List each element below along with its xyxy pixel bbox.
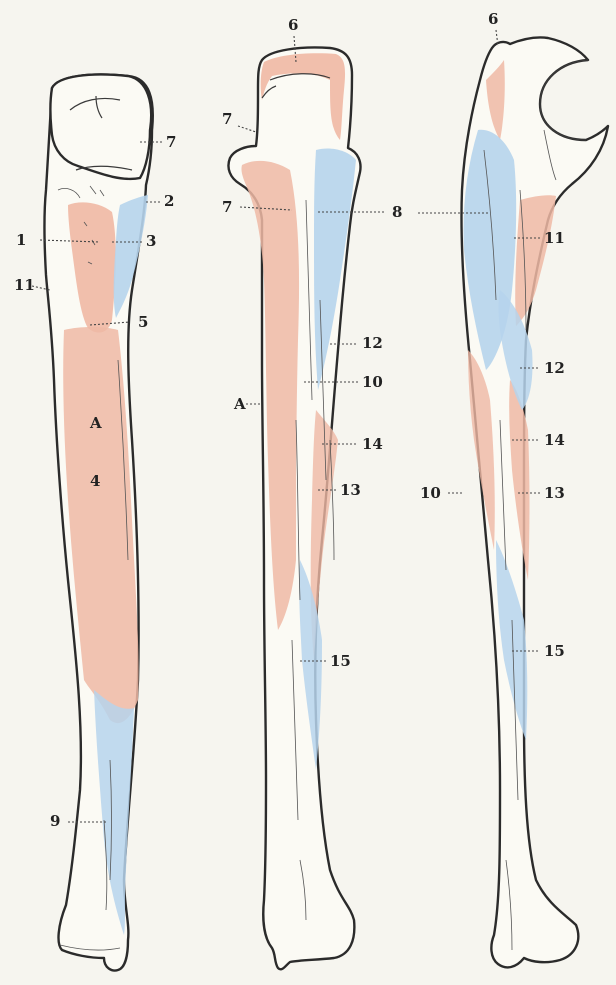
right-label-10: 10 — [420, 484, 441, 502]
right-label-6: 6 — [488, 10, 498, 28]
left-label-9: 9 — [50, 812, 60, 830]
left-label-3: 3 — [146, 232, 156, 250]
left-label-7: 7 — [166, 133, 176, 151]
middle-label-15: 15 — [330, 652, 351, 670]
middle-label-7-lower: 7 — [222, 198, 232, 216]
middle-label-6: 6 — [288, 16, 298, 34]
middle-label-10: 10 — [362, 373, 383, 391]
right-label-12: 12 — [544, 359, 565, 377]
left-label-4: 4 — [90, 472, 100, 490]
middle-label-A: A — [233, 395, 246, 413]
left-label-11: 11 — [14, 276, 35, 294]
left-label-1: 1 — [16, 231, 26, 249]
right-label-11: 11 — [544, 229, 565, 247]
middle-label-12: 12 — [362, 334, 383, 352]
right-label-13: 13 — [544, 484, 565, 502]
left-label-A: A — [89, 414, 102, 432]
middle-label-8: 8 — [392, 203, 402, 221]
right-label-14: 14 — [544, 431, 565, 449]
middle-label-14: 14 — [362, 435, 383, 453]
left-label-5: 5 — [138, 313, 148, 331]
middle-label-13: 13 — [340, 481, 361, 499]
left-label-2: 2 — [164, 192, 174, 210]
right-label-15: 15 — [544, 642, 565, 660]
middle-label-7-upper: 7 — [222, 110, 232, 128]
